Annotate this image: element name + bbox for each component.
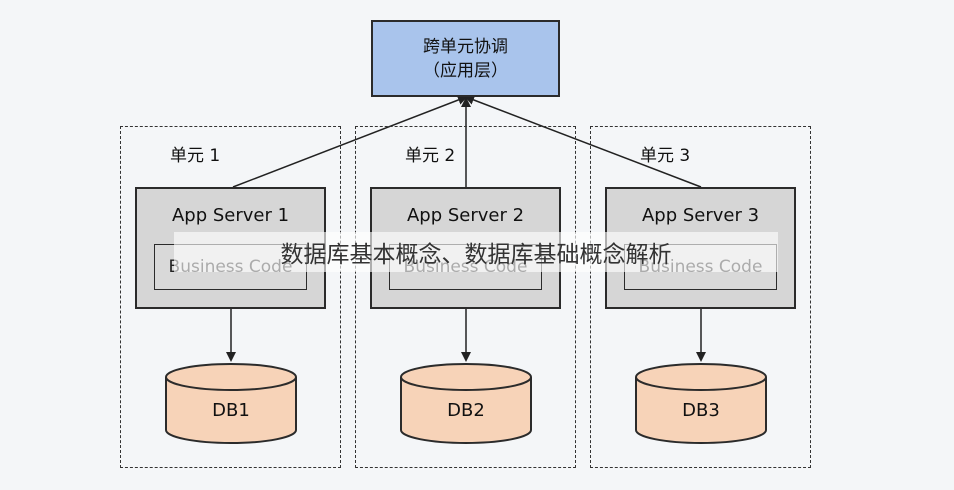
unit-2-boundary: [355, 126, 576, 468]
db3-cylinder: [635, 363, 767, 444]
watermark-caption: 数据库基本概念、数据库基础概念解析: [174, 232, 778, 272]
unit-1-label: 单元 1: [170, 146, 221, 166]
db3-label: DB3: [682, 400, 720, 421]
cross-unit-coordination-box: 跨单元协调 （应用层）: [371, 20, 560, 97]
unit-3-boundary: [590, 126, 811, 468]
unit-1-boundary: [120, 126, 341, 468]
arrow-unit1-to-coordination: [232, 95, 468, 188]
unit-2-label: 单元 2: [405, 146, 456, 166]
app-server-1-title: App Server 1: [171, 205, 290, 226]
app-server-3-title: App Server 3: [641, 205, 760, 226]
coordination-title: 跨单元协调: [423, 36, 508, 57]
app-server-2-title: App Server 2: [406, 205, 525, 226]
unit-3-label: 单元 3: [640, 146, 691, 166]
db1-cylinder: [165, 363, 297, 444]
coordination-subtitle: （应用层）: [423, 60, 508, 81]
db2-label: DB2: [447, 400, 485, 421]
db2-cylinder: [400, 363, 532, 444]
arrow-unit3-to-coordination: [464, 95, 702, 188]
db1-label: DB1: [212, 400, 250, 421]
